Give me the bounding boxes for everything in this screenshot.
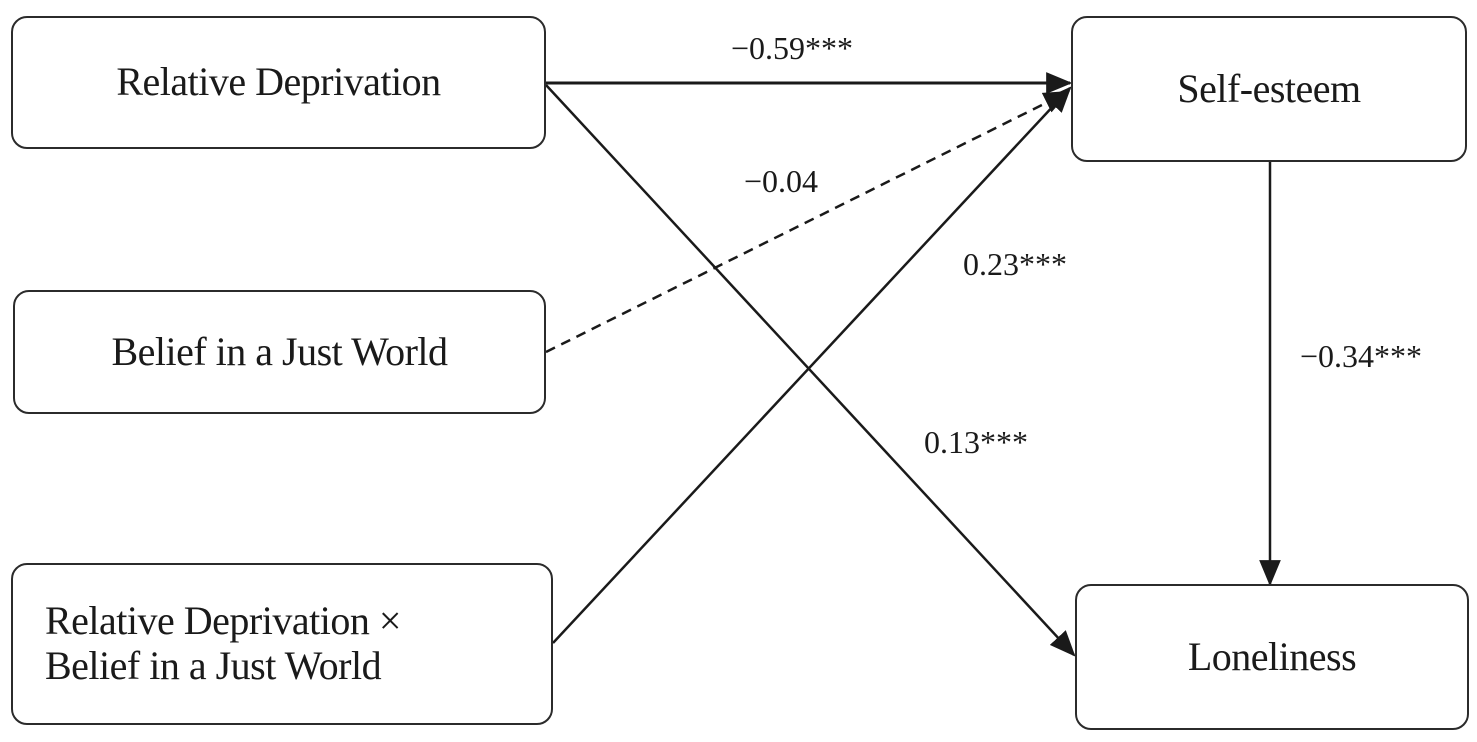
coef-rd-loneliness: 0.13*** [924, 424, 1028, 460]
node-belief-just-world-label: Belief in a Just World [111, 328, 448, 374]
node-relative-deprivation: Relative Deprivation [11, 16, 546, 149]
arrow-interaction-to-self-esteem [552, 86, 1072, 644]
node-belief-just-world: Belief in a Just World [13, 290, 546, 414]
node-loneliness: Loneliness [1075, 584, 1469, 730]
coef-self-esteem-loneliness: −0.34*** [1300, 338, 1423, 374]
coef-interaction-self-esteem: 0.23*** [963, 246, 1067, 282]
coef-rd-self-esteem: −0.59*** [731, 30, 854, 66]
node-loneliness-label: Loneliness [1187, 633, 1357, 679]
node-self-esteem-label: Self-esteem [1177, 65, 1361, 111]
node-relative-deprivation-label: Relative Deprivation [116, 59, 441, 105]
coef-bjw-self-esteem: −0.04 [744, 163, 819, 199]
node-self-esteem: Self-esteem [1071, 16, 1467, 162]
node-interaction: Relative Deprivation × Belief in a Just … [11, 563, 553, 725]
arrow-bjw-to-self-esteem [545, 90, 1070, 354]
node-interaction-label-line2: Belief in a Just World [45, 643, 382, 688]
arrow-rd-to-loneliness [545, 84, 1076, 657]
node-interaction-label-line1: Relative Deprivation × [45, 598, 401, 644]
